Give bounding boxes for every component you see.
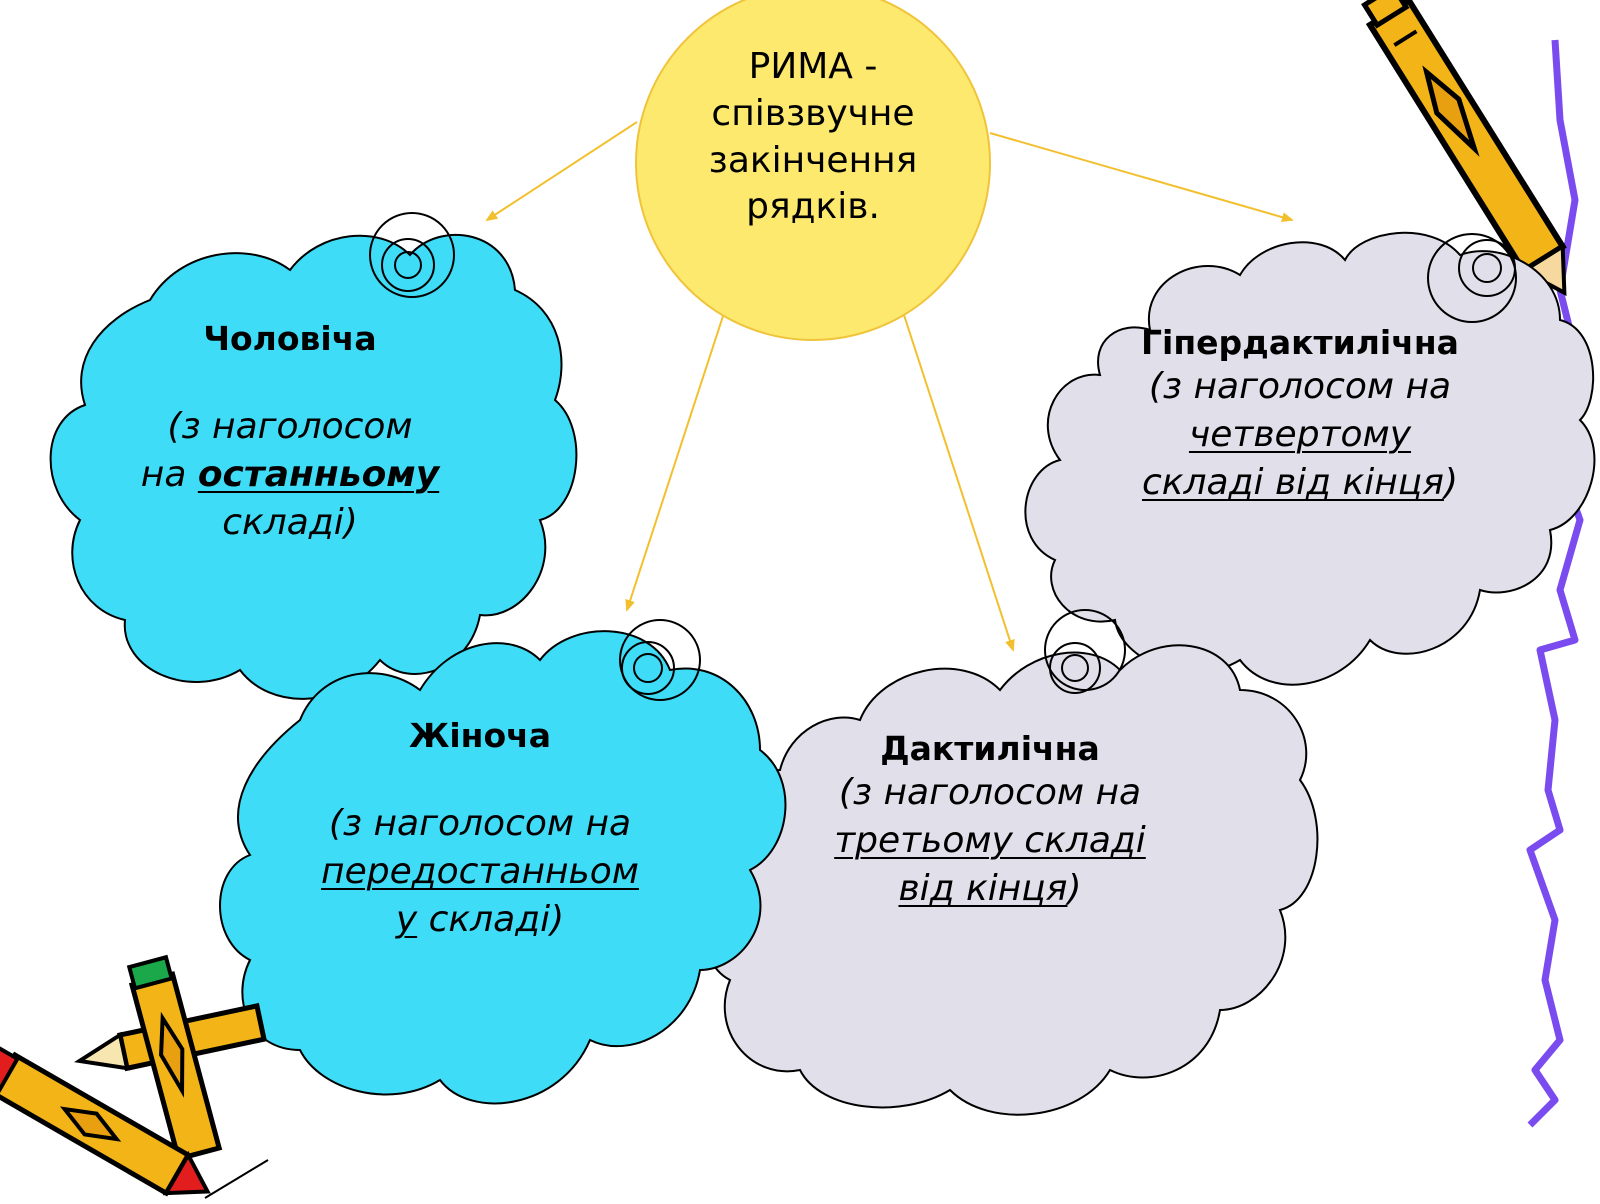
hyperdactylic-title: Гіпердактилічна <box>1141 323 1459 362</box>
feminine-emphasis-a: передостанньом <box>321 851 639 893</box>
purple-squiggle-decoration <box>1526 39 1584 1128</box>
cloud-masculine <box>49 212 578 700</box>
masculine-desc-na: на <box>140 454 198 496</box>
pencil-bottom-left-2-icon <box>126 954 223 1162</box>
arrow-to-dactylic <box>902 311 1015 652</box>
feminine-desc-after: складі) <box>417 899 565 940</box>
dactylic-emphasis-b: від кінця <box>898 868 1068 909</box>
hyperdactylic-desc-line1: (з наголосом на <box>1148 366 1452 408</box>
pencil-line-decoration <box>204 1159 269 1199</box>
pencil-top-right-icon <box>1361 0 1567 297</box>
hyperdactylic-emphasis-a: четвертому <box>1188 414 1412 456</box>
center-line-2: співзвучне <box>711 92 915 134</box>
feminine-label: Жіноча (з наголосом на передостанньом у … <box>290 715 670 944</box>
hyperdactylic-emphasis-b: складі від кінця <box>1142 462 1444 503</box>
masculine-emphasis: останньому <box>197 454 440 496</box>
masculine-desc-line3: складі) <box>222 502 358 543</box>
cloud-hyperdactylic <box>1024 231 1596 686</box>
masculine-label: Чоловіча (з наголосом на останньому скла… <box>110 318 470 547</box>
cloud-feminine <box>219 619 787 1105</box>
hyperdactylic-label: Гіпердактилічна (з наголосом на четверто… <box>1100 322 1500 507</box>
center-line-4: рядків. <box>746 186 880 228</box>
feminine-title: Жіноча <box>408 716 552 755</box>
center-line-3: закінчення <box>708 139 918 181</box>
feminine-desc-line1: (з наголосом на <box>328 803 632 845</box>
pencil-bottom-left-3-icon <box>0 1044 211 1197</box>
center-circle <box>635 0 991 341</box>
dactylic-emphasis-a: третьому складі <box>834 820 1146 862</box>
masculine-title: Чоловіча <box>203 319 377 358</box>
arrow-to-hyperdactylic <box>989 132 1294 223</box>
feminine-emphasis-b: у <box>395 899 418 940</box>
dactylic-desc-after: ) <box>1067 868 1082 909</box>
arrow-to-masculine <box>485 121 638 222</box>
center-line-1: РИМА - <box>748 46 878 87</box>
masculine-desc-line1: (з наголосом <box>167 406 413 448</box>
arrow-to-feminine <box>625 309 726 612</box>
dactylic-label: Дактилічна (з наголосом на третьому скла… <box>800 728 1180 913</box>
dactylic-desc-line1: (з наголосом на <box>838 772 1142 814</box>
center-title: РИМА - співзвучне закінчення рядків. <box>663 44 963 231</box>
hyperdactylic-desc-after: ) <box>1443 462 1458 503</box>
dactylic-title: Дактилічна <box>880 729 1100 768</box>
